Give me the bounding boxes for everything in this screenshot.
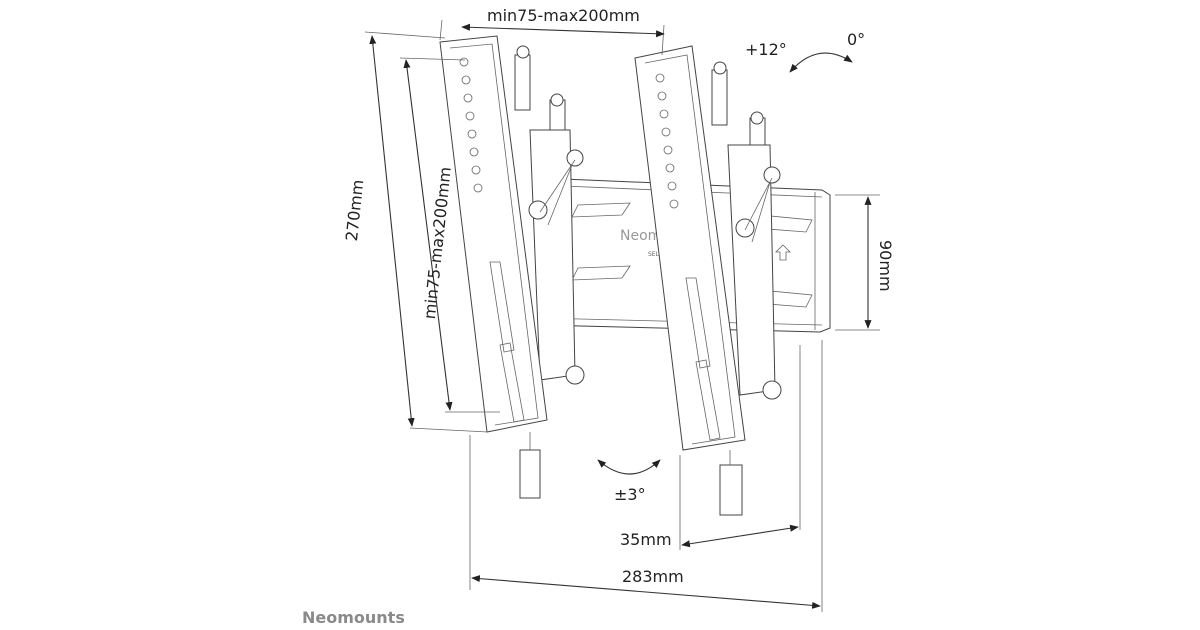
tilt-zero-label: 0° [847, 30, 866, 49]
arrow-up-icon [775, 244, 791, 261]
plate-logo: Neom [620, 228, 661, 244]
plate-sublogo: SELE [648, 251, 663, 258]
left-arm [439, 35, 548, 499]
right-arm [634, 45, 746, 516]
total-width-label: 283mm [622, 567, 684, 586]
right-hardware [711, 61, 782, 400]
tilt-label: +12° [745, 40, 787, 59]
swivel-label: ±3° [614, 485, 646, 504]
left-hardware [514, 45, 585, 385]
depth-label: 35mm [620, 530, 672, 549]
brand-logo: Neomounts [302, 608, 405, 627]
plate-height-label: 90mm [876, 240, 895, 292]
dimension-lines [364, 19, 880, 612]
top-width-label: min75-max200mm [487, 6, 640, 25]
